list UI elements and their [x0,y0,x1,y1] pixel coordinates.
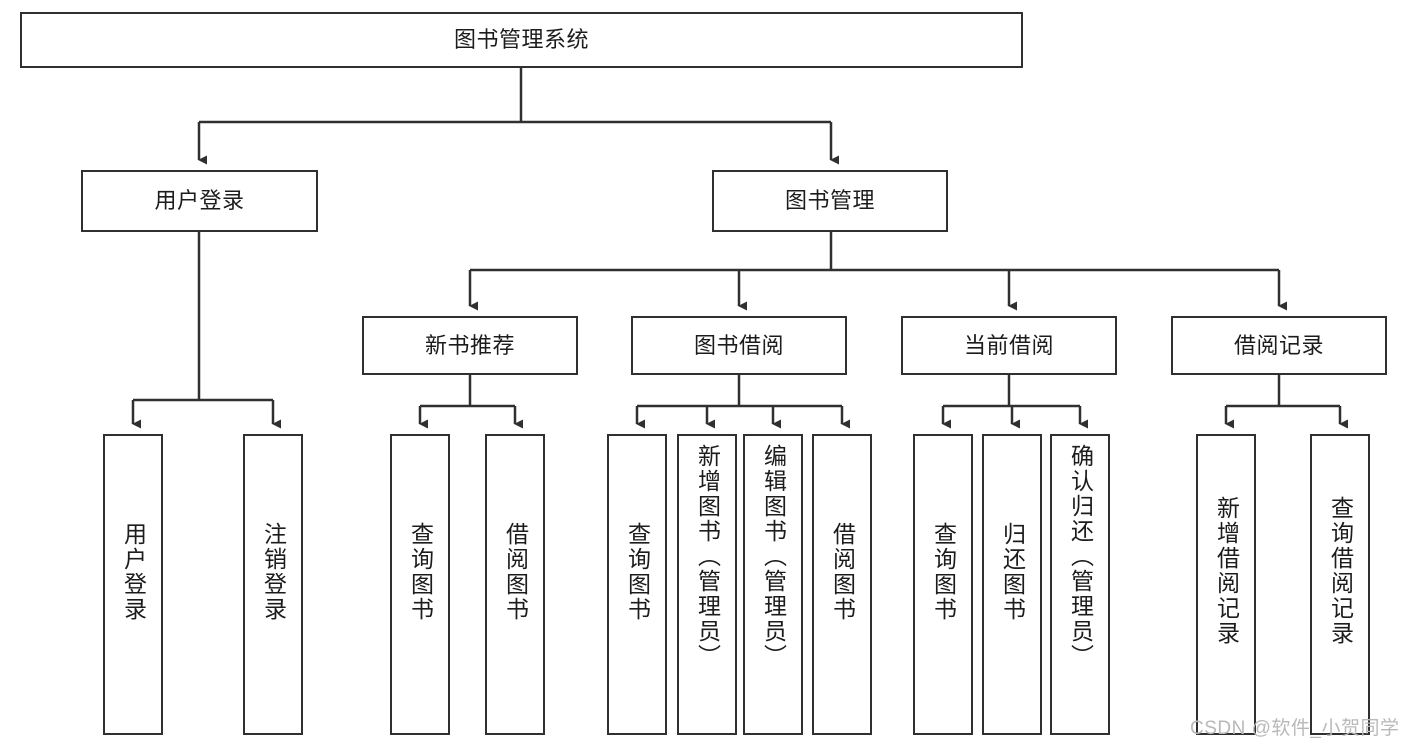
node-leaf-borrow-book-2[interactable]: 借阅图书 [812,434,872,735]
node-leaf-query-book-2-label: 查询图书 [624,522,651,622]
node-leaf-add-borrow-record-label: 新增借阅记录 [1213,496,1240,646]
node-leaf-borrow-book-2-label: 借阅图书 [829,522,856,622]
node-leaf-query-book-3-label: 查询图书 [930,522,957,622]
node-book-management-label: 图书管理 [784,188,875,214]
node-leaf-query-book-1-label: 查询图书 [407,522,434,622]
node-leaf-edit-book-admin-label: 编辑图书（管理员） [760,444,787,669]
node-book-management[interactable]: 图书管理 [712,170,948,232]
node-borrow-record[interactable]: 借阅记录 [1171,316,1387,375]
node-book-borrow[interactable]: 图书借阅 [631,316,847,375]
node-root[interactable]: 图书管理系统 [20,12,1023,68]
node-book-borrow-label: 图书借阅 [693,332,784,358]
node-leaf-borrow-book-1-label: 借阅图书 [502,522,529,622]
node-current-borrow-label: 当前借阅 [963,332,1054,358]
node-leaf-query-book-1[interactable]: 查询图书 [390,434,450,735]
node-leaf-return-book[interactable]: 归还图书 [982,434,1042,735]
node-leaf-borrow-book-1[interactable]: 借阅图书 [485,434,545,735]
node-borrow-record-label: 借阅记录 [1233,332,1324,358]
node-leaf-return-book-label: 归还图书 [999,522,1026,622]
node-leaf-logout[interactable]: 注销登录 [243,434,303,735]
node-leaf-user-login[interactable]: 用户登录 [103,434,163,735]
node-leaf-add-book-admin[interactable]: 新增图书（管理员） [677,434,737,735]
node-user-login[interactable]: 用户登录 [81,170,318,232]
node-leaf-query-book-3[interactable]: 查询图书 [913,434,973,735]
node-leaf-confirm-return-admin-label: 确认归还（管理员） [1067,444,1094,669]
node-leaf-query-book-2[interactable]: 查询图书 [607,434,667,735]
node-new-book-recommend[interactable]: 新书推荐 [362,316,578,375]
node-leaf-logout-label: 注销登录 [260,522,287,622]
node-leaf-add-borrow-record[interactable]: 新增借阅记录 [1196,434,1256,735]
csdn-watermark: CSDN @软件_小贺同学 [1190,718,1400,739]
node-leaf-add-book-admin-label: 新增图书（管理员） [694,444,721,669]
node-leaf-query-borrow-record-label: 查询借阅记录 [1327,496,1354,646]
node-new-book-recommend-label: 新书推荐 [424,332,515,358]
node-leaf-user-login-label: 用户登录 [120,522,147,622]
node-leaf-edit-book-admin[interactable]: 编辑图书（管理员） [743,434,803,735]
node-leaf-query-borrow-record[interactable]: 查询借阅记录 [1310,434,1370,735]
node-user-login-label: 用户登录 [154,188,245,214]
node-current-borrow[interactable]: 当前借阅 [901,316,1117,375]
node-leaf-confirm-return-admin[interactable]: 确认归还（管理员） [1050,434,1110,735]
node-root-label: 图书管理系统 [453,27,589,53]
